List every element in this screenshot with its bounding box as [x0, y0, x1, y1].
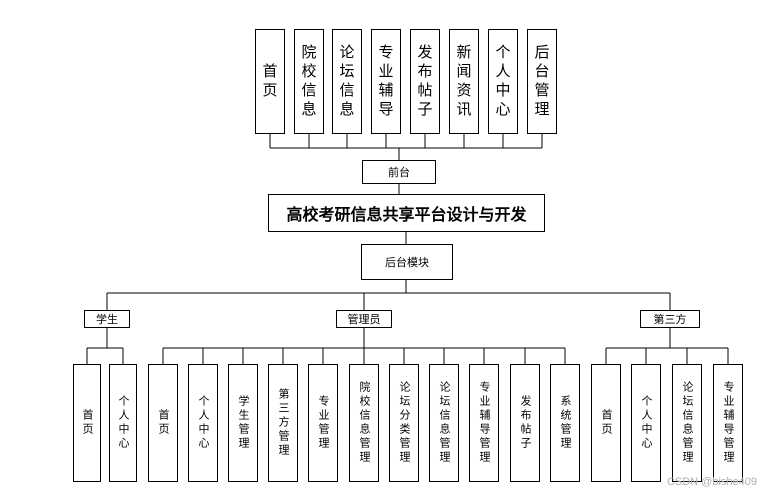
- front-module-label: 首页: [260, 62, 279, 101]
- third-party-function-forum-info-management: 论坛信息管理: [672, 364, 702, 482]
- function-label: 发布帖子: [519, 395, 532, 451]
- admin-function-major-tutoring-management: 专业辅导管理: [469, 364, 499, 482]
- front-module-label: 新闻资讯: [454, 43, 473, 120]
- front-module-label: 专业辅导: [376, 43, 395, 120]
- front-module-label: 发布帖子: [415, 43, 434, 120]
- function-label: 首页: [600, 409, 613, 437]
- frontend-label: 前台: [388, 166, 410, 179]
- function-label: 论坛分类管理: [398, 381, 411, 465]
- function-label: 第三方管理: [277, 388, 290, 458]
- function-label: 专业辅导管理: [722, 381, 735, 465]
- front-module-label: 院校信息: [299, 43, 318, 120]
- third-party-function-personal-center: 个人中心: [631, 364, 661, 482]
- student-function-personal-center: 个人中心: [109, 364, 137, 482]
- backend-node: 后台模块: [361, 244, 453, 280]
- role-admin: 管理员: [336, 310, 392, 328]
- function-label: 论坛信息管理: [681, 381, 694, 465]
- front-module-news: 新闻资讯: [449, 29, 479, 134]
- front-module-home: 首页: [255, 29, 285, 134]
- backend-label: 后台模块: [385, 256, 429, 269]
- admin-function-forum-category-management: 论坛分类管理: [389, 364, 419, 482]
- front-module-label: 论坛信息: [337, 43, 356, 120]
- function-label: 个人中心: [197, 395, 210, 451]
- front-module-label: 个人中心: [493, 43, 512, 120]
- third-party-function-major-tutoring-management: 专业辅导管理: [713, 364, 743, 482]
- system-title-node: 高校考研信息共享平台设计与开发: [268, 194, 545, 232]
- admin-function-home: 首页: [148, 364, 178, 482]
- front-module-school-info: 院校信息: [294, 29, 324, 134]
- watermark: CSDN @bishe409: [666, 476, 757, 488]
- front-module-post: 发布帖子: [410, 29, 440, 134]
- admin-function-school-info-management: 院校信息管理: [349, 364, 379, 482]
- function-label: 院校信息管理: [358, 381, 371, 465]
- role-student: 学生: [84, 310, 130, 328]
- front-module-admin: 后台管理: [527, 29, 557, 134]
- admin-function-student-management: 学生管理: [228, 364, 258, 482]
- admin-function-personal-center: 个人中心: [188, 364, 218, 482]
- function-label: 个人中心: [117, 395, 130, 451]
- role-label: 第三方: [653, 313, 687, 326]
- front-module-label: 后台管理: [532, 43, 551, 120]
- role-third-party: 第三方: [640, 310, 700, 328]
- function-label: 首页: [157, 409, 170, 437]
- function-label: 论坛信息管理: [438, 381, 451, 465]
- function-label: 学生管理: [237, 395, 250, 451]
- role-label: 管理员: [347, 313, 381, 326]
- function-label: 专业辅导管理: [478, 381, 491, 465]
- function-label: 系统管理: [559, 395, 572, 451]
- function-label: 首页: [81, 409, 94, 437]
- function-label: 专业管理: [317, 395, 330, 451]
- system-title: 高校考研信息共享平台设计与开发: [286, 205, 527, 224]
- admin-function-major-management: 专业管理: [308, 364, 338, 482]
- role-label: 学生: [96, 313, 118, 326]
- function-label: 个人中心: [640, 395, 653, 451]
- front-module-forum-info: 论坛信息: [332, 29, 362, 134]
- frontend-node: 前台: [362, 160, 436, 184]
- student-function-home: 首页: [73, 364, 101, 482]
- front-module-major-tutoring: 专业辅导: [371, 29, 401, 134]
- front-module-personal-center: 个人中心: [488, 29, 518, 134]
- third-party-function-home: 首页: [591, 364, 621, 482]
- admin-function-third-party-management: 第三方管理: [268, 364, 298, 482]
- admin-function-system-management: 系统管理: [550, 364, 580, 482]
- admin-function-post: 发布帖子: [510, 364, 540, 482]
- admin-function-forum-info-management: 论坛信息管理: [429, 364, 459, 482]
